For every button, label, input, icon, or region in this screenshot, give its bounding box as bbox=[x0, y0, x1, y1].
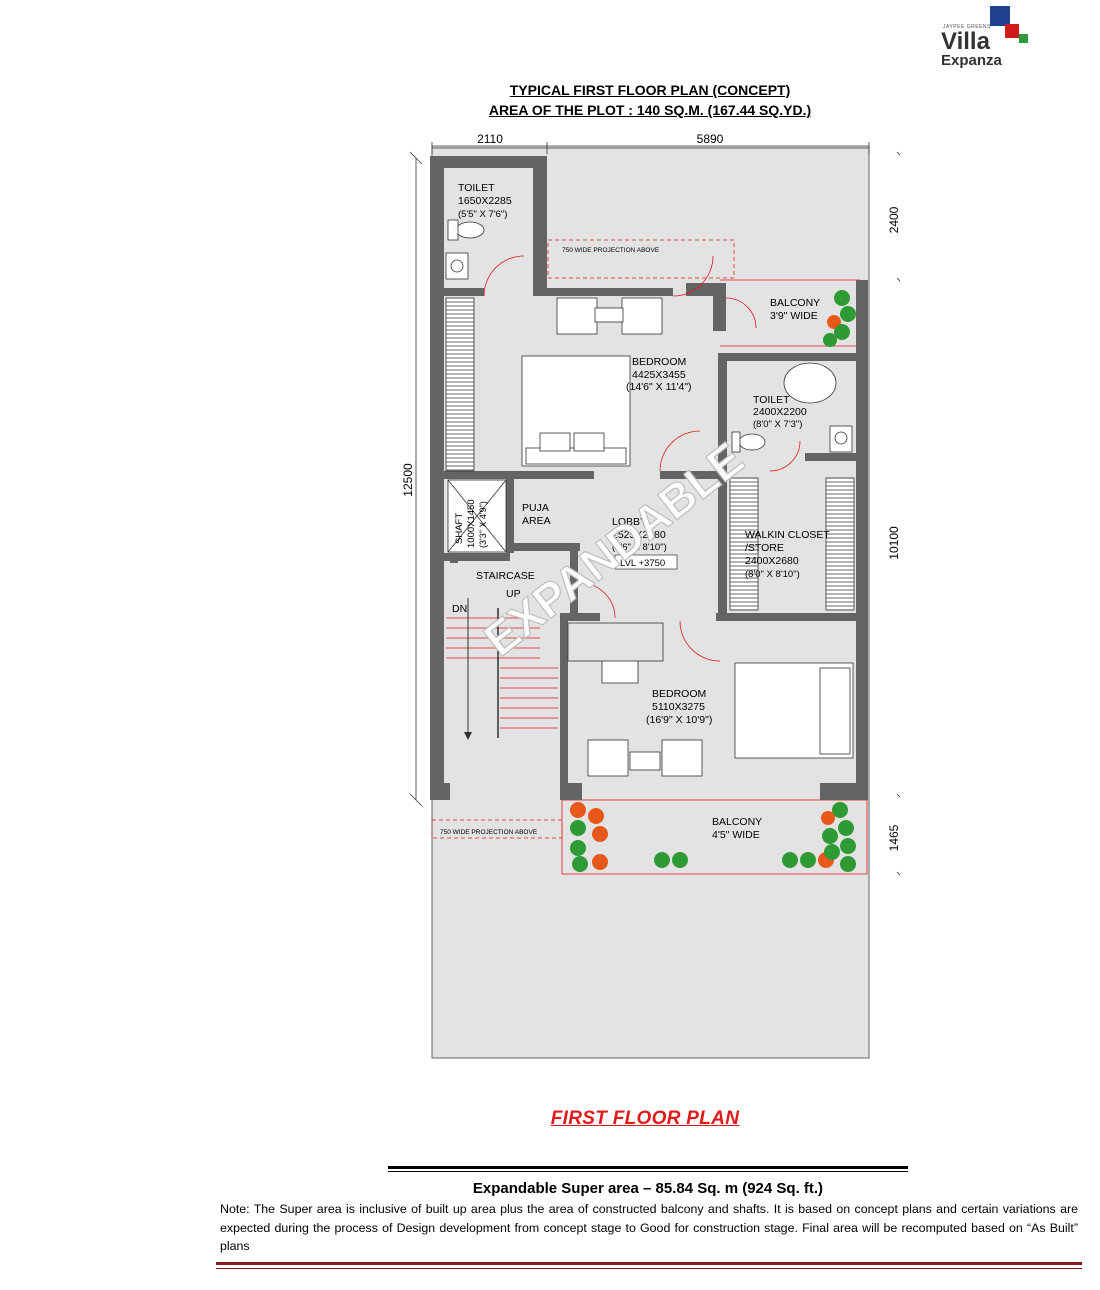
divider-thick bbox=[388, 1166, 908, 1169]
toilet2-name: TOILET bbox=[753, 394, 790, 406]
dimension-lines bbox=[409, 142, 900, 876]
projection-note-bottom: 750 WIDE PROJECTION ABOVE bbox=[440, 829, 538, 836]
bedroom2-size-ft: (16'9" X 10'9") bbox=[646, 714, 712, 726]
dim-right-mid: 10100 bbox=[887, 526, 900, 560]
dim-right-top: 2400 bbox=[887, 206, 900, 233]
bedroom2-furniture bbox=[567, 622, 854, 777]
logo-name-expanza: Expanza bbox=[941, 52, 1002, 69]
wardrobe-closet-left bbox=[729, 477, 759, 611]
balcony-plants bbox=[570, 290, 856, 872]
toilet2-size: 2400X2200 bbox=[753, 406, 807, 418]
shaft-name: SHAFT bbox=[454, 513, 465, 544]
fixtures bbox=[445, 219, 853, 453]
bedroom1-size: 4425X3455 bbox=[632, 369, 686, 381]
super-area: Expandable Super area – 85.84 Sq. m (924… bbox=[472, 1180, 824, 1197]
lobby-size: 2525X2680 bbox=[612, 529, 666, 541]
puja-name: PUJA bbox=[522, 502, 549, 514]
logo-square-green bbox=[1019, 34, 1028, 43]
bedroom2-size: 5110X3275 bbox=[652, 701, 705, 713]
toilet1-size: 1650X2285 bbox=[458, 195, 512, 207]
staircase-up: UP bbox=[506, 588, 521, 600]
door-swings bbox=[483, 255, 801, 662]
walkin-size-ft: (8'0" X 8'10") bbox=[745, 569, 800, 580]
puja-name-2: AREA bbox=[522, 515, 551, 527]
dim-top-right: 5890 bbox=[697, 132, 724, 146]
dim-top-left: 2110 bbox=[477, 132, 503, 146]
brand-logo: JAYPEE GREENS Villa Expanza bbox=[935, 6, 1035, 72]
logo-square-red bbox=[1005, 24, 1019, 38]
balcony1-name: BALCONY bbox=[770, 297, 820, 309]
plot-boundary bbox=[431, 145, 870, 1059]
staircase-dn: DN bbox=[452, 603, 467, 615]
dim-right-bottom: 1465 bbox=[887, 824, 900, 851]
floor-plan-drawing: 2110 5890 12500 2400 10100 1465 750 WIDE… bbox=[401, 132, 900, 1059]
walkin-size: 2400X2680 bbox=[745, 555, 799, 567]
bedroom1-size-ft: (14'6" X 11'4") bbox=[626, 381, 692, 393]
plot-area-title: AREA OF THE PLOT : 140 SQ.M. (167.44 SQ.… bbox=[488, 102, 812, 118]
wardrobe-closet-right bbox=[825, 477, 855, 611]
room-labels: TOILET 1650X2285 (5'5" X 7'6") BALCONY 3… bbox=[452, 182, 830, 841]
balcony2-name: BALCONY bbox=[712, 816, 762, 828]
projection-note-top: 750 WIDE PROJECTION ABOVE bbox=[562, 247, 660, 254]
logo-square-blue bbox=[990, 6, 1010, 26]
plan-caption: FIRST FLOOR PLAN bbox=[550, 1108, 740, 1129]
shaft-size-ft: (3'3" X 4'9") bbox=[478, 501, 488, 548]
lobby-size-ft: (8'6" X 8'10") bbox=[612, 542, 667, 553]
area-note: Note: The Super area is inclusive of bui… bbox=[220, 1202, 1078, 1253]
bedroom2-name: BEDROOM bbox=[652, 688, 706, 700]
wardrobe-bedroom1 bbox=[445, 297, 475, 472]
toilet2-size-ft: (8'0" X 7'3") bbox=[753, 419, 802, 430]
divider-thin bbox=[388, 1171, 908, 1172]
lobby-name: LOBBY bbox=[612, 516, 647, 528]
toilet1-name: TOILET bbox=[458, 182, 495, 194]
dim-left: 12500 bbox=[401, 463, 415, 497]
red-outlines bbox=[431, 239, 868, 875]
shaft-size: 1000X1450 bbox=[466, 499, 477, 548]
staircase-name: STAIRCASE bbox=[476, 570, 535, 582]
walls bbox=[430, 156, 868, 800]
logo-tagline: JAYPEE GREENS bbox=[943, 24, 991, 30]
walkin-store: /STORE bbox=[745, 542, 784, 554]
balcony2-width: 4'5" WIDE bbox=[712, 829, 760, 841]
lobby-level: LVL +3750 bbox=[620, 558, 665, 569]
plan-titles: TYPICAL FIRST FLOOR PLAN (CONCEPT) AREA … bbox=[420, 80, 880, 120]
footer-rule-thin bbox=[216, 1268, 1082, 1269]
bedroom1-furniture bbox=[521, 297, 663, 467]
logo-name-villa: Villa bbox=[941, 28, 990, 55]
plan-title: TYPICAL FIRST FLOOR PLAN (CONCEPT) bbox=[509, 82, 791, 98]
balcony1-width: 3'9" WIDE bbox=[770, 310, 818, 322]
footer-rule-thick bbox=[216, 1262, 1082, 1265]
walkin-name: WALKIN CLOSET bbox=[745, 529, 830, 541]
plan-caption-wrap: FIRST FLOOR PLAN bbox=[0, 1108, 1100, 1130]
toilet1-size-ft: (5'5" X 7'6") bbox=[458, 209, 507, 220]
staircase-steps bbox=[446, 617, 558, 729]
bedroom1-name: BEDROOM bbox=[632, 356, 686, 368]
